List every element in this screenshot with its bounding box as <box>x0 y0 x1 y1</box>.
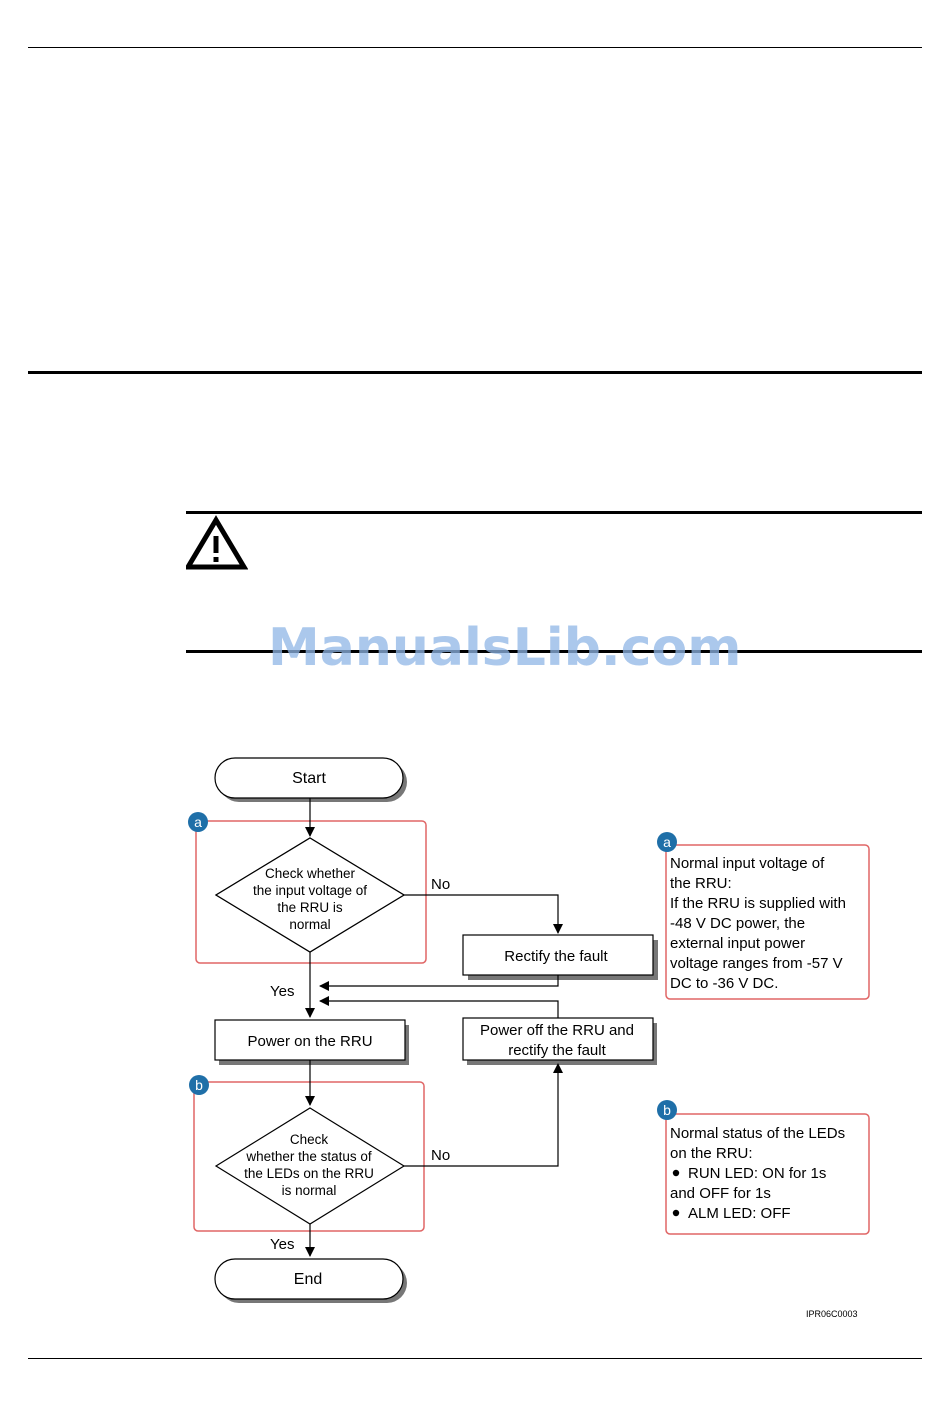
callout-frame-b <box>193 1081 425 1232</box>
note-b-line-5: ALM LED: OFF <box>688 1205 791 1222</box>
no-label-a: No <box>431 876 450 893</box>
footer-rule <box>28 1358 922 1359</box>
power-on-label: Power on the RRU <box>247 1033 372 1050</box>
power-off-box <box>462 1017 654 1061</box>
start-terminator <box>214 757 404 799</box>
decision-b-line-2: whether the status of <box>245 1149 372 1164</box>
decision-a-line-2: the input voltage of <box>253 883 367 898</box>
svg-text:b: b <box>663 1102 671 1118</box>
marker-a-left: a <box>188 812 208 832</box>
decision-a-line-3: the RRU is <box>277 900 343 915</box>
decision-b-line-1: Check <box>290 1132 329 1147</box>
rectify-fault-label: Rectify the fault <box>504 948 608 965</box>
note-a-line-3: If the RRU is supplied with <box>670 895 846 912</box>
rectify-fault-box <box>462 934 654 976</box>
marker-a-note: a <box>657 832 677 852</box>
power-off-line-1: Power off the RRU and <box>480 1022 634 1039</box>
bullet-icon-run <box>672 1169 680 1177</box>
caution-bottom-rule <box>186 650 922 653</box>
marker-b-left: b <box>189 1075 209 1095</box>
decision-b-line-3: the LEDs on the RRU <box>244 1166 374 1181</box>
note-a-line-7: DC to -36 V DC. <box>670 975 778 992</box>
caution-top-rule <box>186 511 922 514</box>
bullet-icon-alm <box>672 1209 680 1217</box>
header-rule <box>28 47 922 48</box>
note-box-a <box>665 844 870 1000</box>
section-rule <box>28 371 922 374</box>
no-label-b: No <box>431 1147 450 1164</box>
note-b-line-3: RUN LED: ON for 1s <box>688 1165 826 1182</box>
note-b-line-1: Normal status of the LEDs <box>670 1125 845 1142</box>
note-a-line-4: -48 V DC power, the <box>670 915 805 932</box>
watermark: ManualsLib.com <box>268 618 742 678</box>
note-b-line-2: on the RRU: <box>670 1145 753 1162</box>
note-a-line-6: voltage ranges from -57 V <box>670 955 843 972</box>
note-a-line-1: Normal input voltage of <box>670 855 825 872</box>
end-label: End <box>294 1271 322 1288</box>
marker-b-note: b <box>657 1100 677 1120</box>
figure-id: IPR06C0003 <box>806 1309 858 1319</box>
note-box-b <box>665 1113 870 1235</box>
decision-a-line-1: Check whether <box>265 866 356 881</box>
note-a-line-5: external input power <box>670 935 805 952</box>
decision-b-line-4: is normal <box>282 1183 337 1198</box>
decision-a-line-4: normal <box>289 917 330 932</box>
end-terminator <box>214 1258 404 1300</box>
note-b-line-4: and OFF for 1s <box>670 1185 771 1202</box>
callout-frame-a <box>195 820 427 964</box>
yes-label-b: Yes <box>270 1236 294 1253</box>
note-a-line-2: the RRU: <box>670 875 732 892</box>
power-off-line-2: rectify the fault <box>508 1042 606 1059</box>
svg-text:a: a <box>663 834 671 850</box>
svg-text:a: a <box>194 814 202 830</box>
power-on-box <box>214 1019 406 1061</box>
yes-label-a: Yes <box>270 983 294 1000</box>
caution-warning-icon <box>186 515 248 570</box>
svg-text:b: b <box>195 1077 203 1093</box>
start-label: Start <box>292 770 326 787</box>
